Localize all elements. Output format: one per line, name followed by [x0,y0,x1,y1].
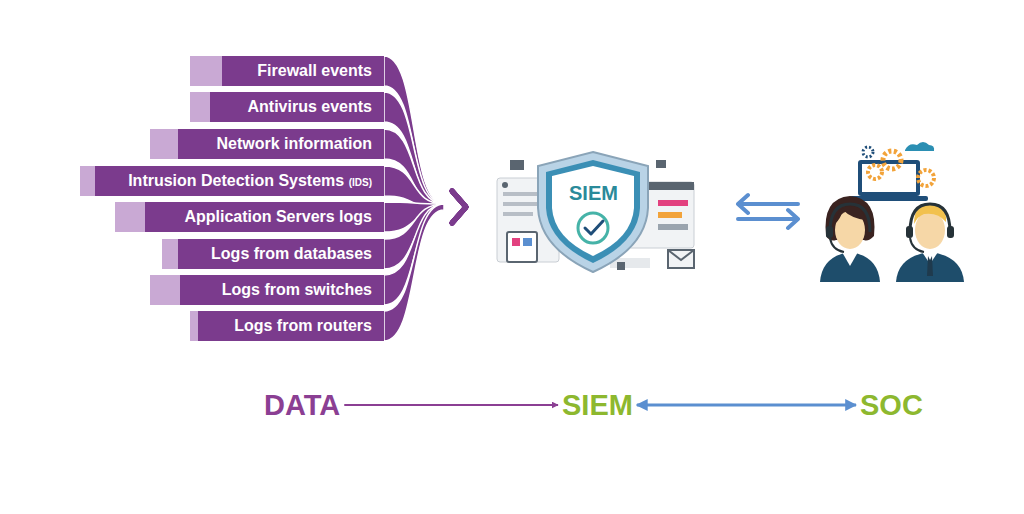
source-tab: Logs from routers [190,311,384,341]
tab-band: Firewall events [222,56,384,86]
shield-part [510,160,524,170]
connector [384,191,466,341]
source-label: Logs from switches [222,281,372,299]
exchange-arrows [738,195,798,228]
flow-arrow [637,404,856,407]
tab-stub [190,92,210,122]
arrow-head [452,191,466,223]
shield-part [503,192,539,196]
tab-stub [150,129,178,159]
shield-part [503,212,533,216]
operator-woman [820,196,880,282]
laptop-gears [850,142,934,201]
tab-band: Intrusion Detection Systems (IDS) [95,166,384,196]
operator-man [896,203,964,282]
shield-label: SIEM [569,182,618,205]
tab-band: Network information [178,129,384,159]
arrow-head [452,191,466,223]
shield-part [656,160,666,168]
stage-label: SOC [860,389,923,421]
stage-label: SIEM [562,389,633,421]
merge-band [384,204,444,341]
shield-part [668,250,694,268]
tab-band: Antivirus events [210,92,384,122]
shield-part [523,238,532,246]
tab-stub [80,166,95,196]
connector [344,405,558,406]
source-tab: Intrusion Detection Systems (IDS) [80,166,384,196]
stage-word: DATA [264,388,340,422]
source-tab: Logs from switches [150,275,384,305]
shield-part [538,152,648,272]
shield-part [658,224,688,230]
tab-band: Logs from databases [178,239,384,269]
connector [384,56,466,223]
shield-part [552,166,634,256]
stage-word: SOC [860,388,923,422]
tab-stub [115,202,145,232]
shield-part [617,262,625,270]
arrow-head [452,191,466,223]
shield-part [546,160,640,263]
arrow-head [452,191,466,223]
shield-part [668,250,694,260]
arrow-head [452,191,466,223]
source-label: Antivirus events [248,98,372,116]
merge-band [384,129,444,210]
source-tab: Application Servers logs [115,202,384,232]
arrow-head [452,191,466,223]
tab-band: Logs from switches [180,275,384,305]
stage-word: SIEM [562,388,633,422]
shield-part [578,213,608,243]
source-label: Network information [216,135,372,153]
tab-stub [190,311,198,341]
source-tab: Network information [150,129,384,159]
shield-part [658,200,688,206]
tab-stub [190,56,222,86]
source-label: Firewall events [257,62,372,80]
tab-band: Logs from routers [198,311,384,341]
siem-illustration [470,148,702,274]
shield-part [512,238,520,246]
shield-part [507,232,537,262]
source-label: Logs from databases [211,245,372,263]
connector [384,191,466,305]
stage-label: DATA [264,389,340,421]
source-label: Logs from routers [234,317,372,335]
source-tab: Firewall events [190,56,384,86]
shield-part [658,212,682,218]
tab-band: Application Servers logs [145,202,384,232]
tab-stub [150,275,180,305]
flow-arrow [344,404,558,406]
source-label: Intrusion Detection Systems (IDS) [128,172,372,190]
connector [637,405,856,406]
siem-shield: SIEM [470,148,702,274]
source-tab: Antivirus events [190,92,384,122]
source-label: Application Servers logs [184,208,372,226]
arrow-head [452,191,466,223]
tab-stub [162,239,178,269]
merge-band [384,92,444,210]
shield-part [502,182,508,188]
source-tab: Logs from databases [162,239,384,269]
merge-band [384,56,444,210]
arrow-head [452,191,466,223]
shield-part [585,221,603,234]
